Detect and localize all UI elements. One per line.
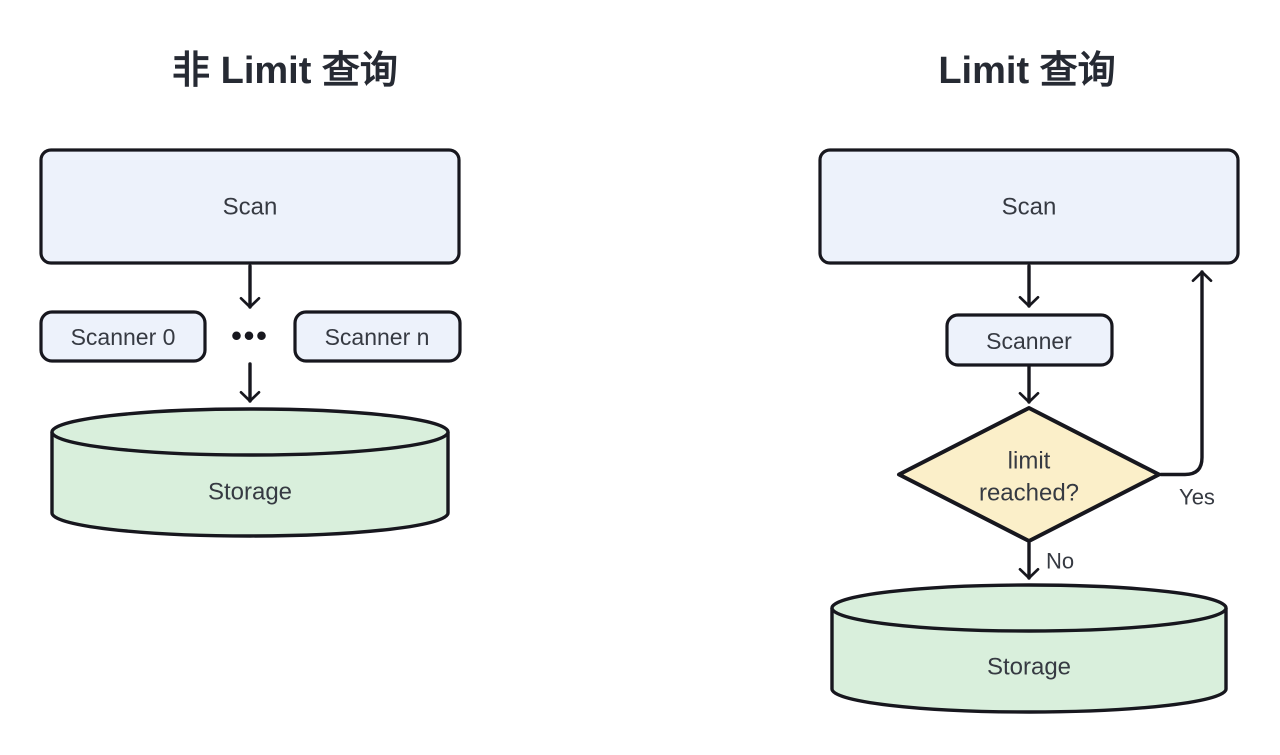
- left-flow-title: 非 Limit 查询: [172, 50, 398, 92]
- left-scan-label: Scan: [223, 194, 278, 221]
- left-scanner-n-label: Scanner n: [325, 324, 430, 350]
- right-flow: Limit 查询 Scan Scanner limit reached? Yes…: [818, 50, 1240, 714]
- left-storage-body: [50, 432, 450, 538]
- left-flow: 非 Limit 查询 Scan Scanner 0 ••• Scanner n …: [39, 50, 462, 538]
- left-storage-label: Storage: [208, 479, 292, 506]
- right-scanner-label: Scanner: [986, 328, 1072, 354]
- left-scan-node: [39, 148, 461, 265]
- right-storage-body: [830, 608, 1228, 714]
- left-scanner-n-node: [293, 310, 462, 363]
- left-scanner-0-label: Scanner 0: [71, 324, 176, 350]
- yes-loop-arrow-icon: [1159, 270, 1213, 477]
- right-storage-label: Storage: [987, 654, 1071, 681]
- left-scanner-0-node: [39, 310, 207, 363]
- decision-label-line2: reached?: [979, 480, 1079, 507]
- right-storage-node: Storage: [830, 583, 1228, 714]
- yes-edge-label: Yes: [1179, 485, 1215, 510]
- left-storage-top: [50, 407, 450, 457]
- right-storage-top: [830, 583, 1228, 633]
- right-scan-node: [818, 148, 1240, 265]
- decision-diamond-node: [897, 406, 1161, 543]
- scanners-ellipsis: •••: [231, 320, 269, 353]
- right-scanner-node: [945, 313, 1114, 367]
- no-edge-label: No: [1046, 549, 1074, 574]
- right-flow-title: Limit 查询: [938, 50, 1115, 92]
- right-scan-label: Scan: [1002, 194, 1057, 221]
- decision-label-line1: limit: [1008, 448, 1051, 475]
- left-storage-node: Storage: [50, 407, 450, 538]
